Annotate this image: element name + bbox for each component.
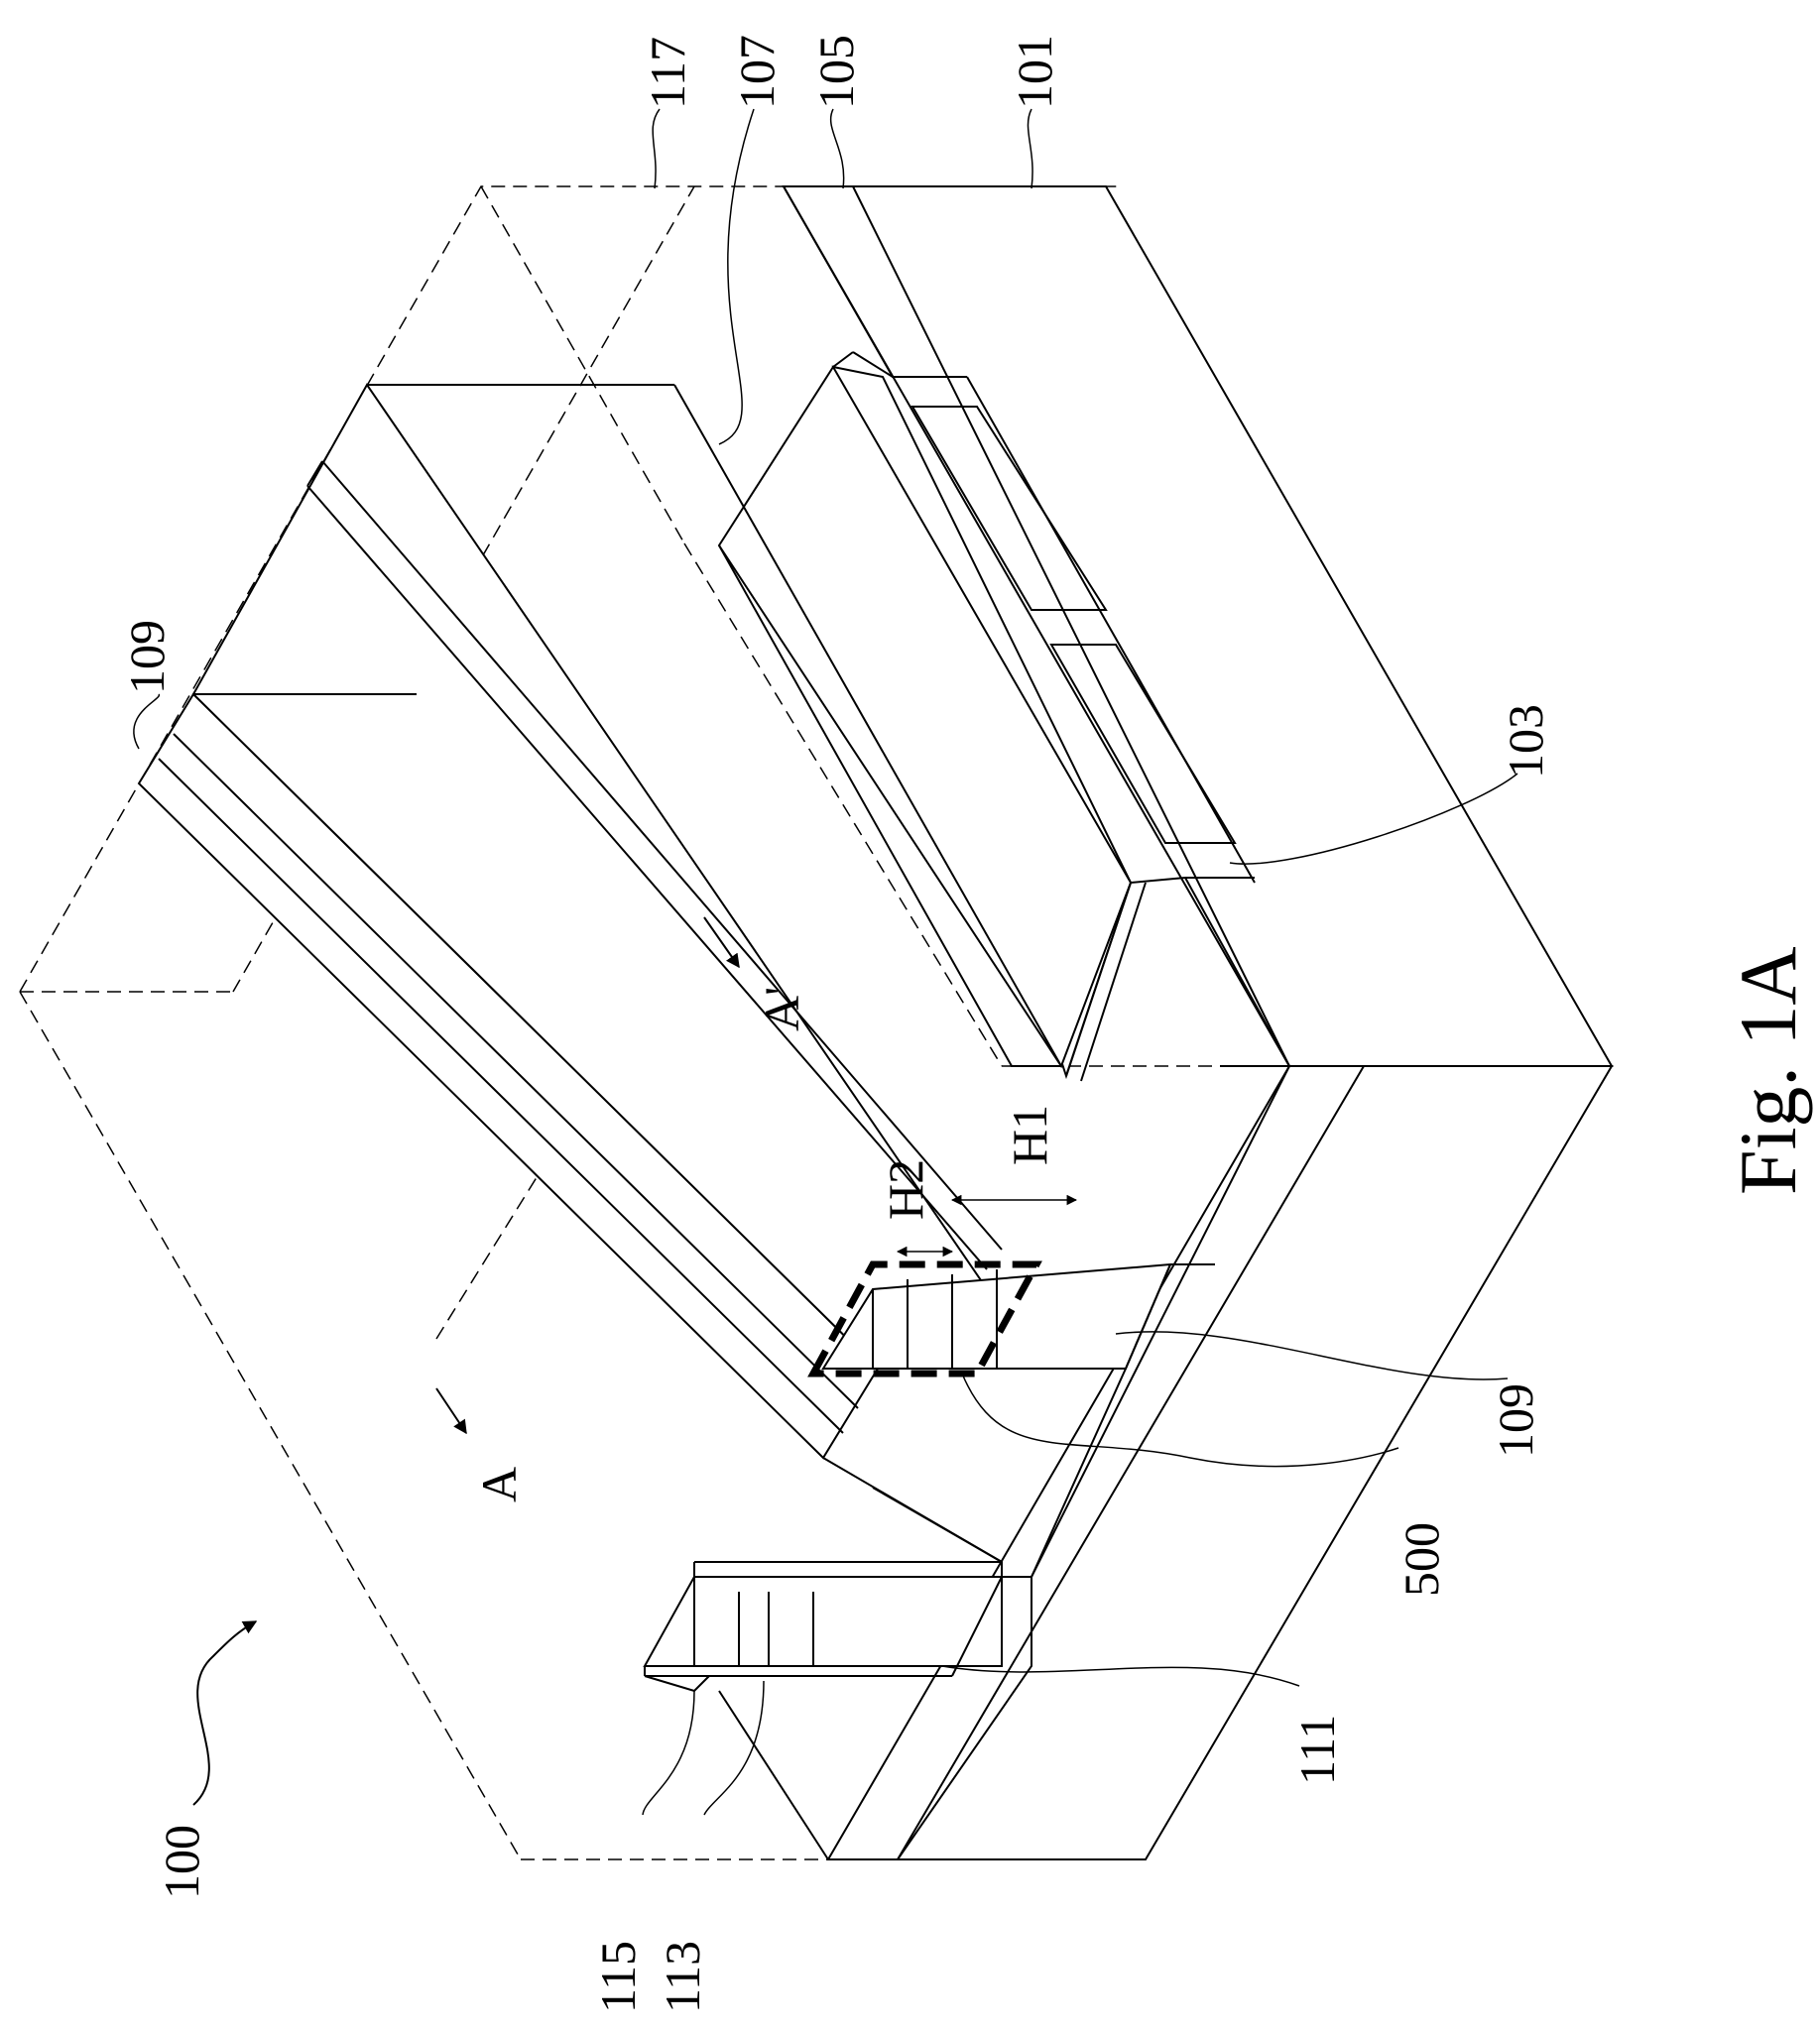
label-109-top: 109 bbox=[119, 620, 175, 694]
label-109-bottom: 109 bbox=[1488, 1383, 1543, 1458]
label-section-a: A bbox=[471, 1467, 527, 1502]
label-section-a-prime: A' bbox=[754, 987, 809, 1031]
label-115: 115 bbox=[590, 1941, 646, 2013]
label-101: 101 bbox=[1007, 35, 1062, 109]
label-113: 113 bbox=[655, 1941, 710, 2013]
figure-caption: Fig. 1A bbox=[1723, 946, 1813, 1195]
label-h2: H2 bbox=[878, 1159, 933, 1220]
label-111: 111 bbox=[1289, 1715, 1345, 1785]
section-arrow-a bbox=[436, 1388, 466, 1433]
label-107: 107 bbox=[729, 35, 785, 109]
label-103: 103 bbox=[1498, 704, 1553, 778]
reference-arrow-100 bbox=[193, 1621, 256, 1805]
label-h1: H1 bbox=[1002, 1105, 1057, 1165]
label-117: 117 bbox=[640, 37, 695, 109]
label-100: 100 bbox=[154, 1825, 209, 1899]
label-105: 105 bbox=[808, 35, 864, 109]
label-500: 500 bbox=[1394, 1522, 1449, 1597]
